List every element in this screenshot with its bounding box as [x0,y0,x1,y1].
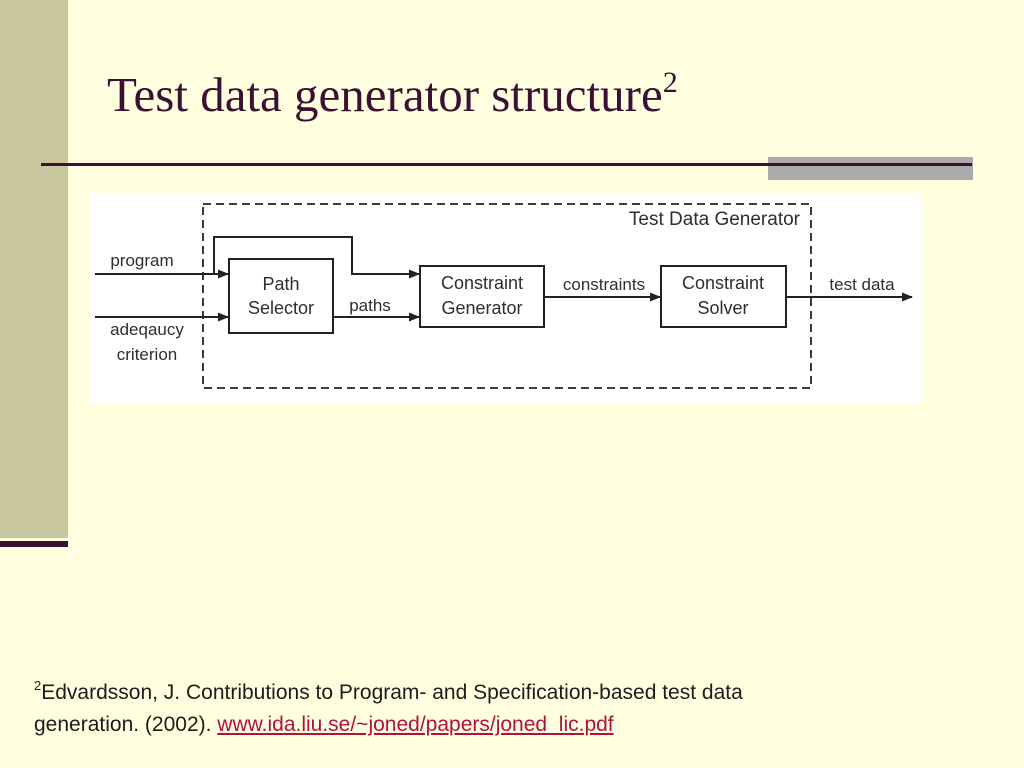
page-title-superscript: 2 [662,65,678,99]
diagram-panel: Test Data Generator program adeqaucy cri… [90,193,921,403]
dashed-container-box [202,203,812,389]
footnote-line1: 2Edvardsson, J. Contributions to Program… [34,677,934,709]
footnote-superscript: 2 [34,678,42,693]
program-bypass-arrow [213,236,420,279]
test-data-generator-diagram: Test Data Generator program adeqaucy cri… [95,203,913,389]
sidebar-accent-bar [0,541,68,547]
adequacy-label-line1: adeqaucy [110,320,184,339]
constraint-solver-label-line1: Constraint [682,273,764,293]
footnote-link[interactable]: www.ida.liu.se/~joned/papers/joned_lic.p… [217,713,614,736]
title-underline-accent [768,157,973,180]
title-underline [41,163,972,166]
constraint-solver-label-line2: Solver [697,298,748,318]
page-title: Test data generator structure2 [107,66,678,123]
program-label: program [110,251,173,270]
footnote-citation-text-2: generation. (2002). [34,713,218,736]
constraint-generator-label-line1: Constraint [441,273,523,293]
path-selector-label-line1: Path [262,274,299,294]
diagram-container-label: Test Data Generator [629,209,801,230]
path-selector-box [228,258,334,334]
sidebar-stripe [0,0,68,538]
footnote-line2: generation. (2002). www.ida.liu.se/~jone… [34,709,934,741]
constraints-label: constraints [563,275,645,294]
footnote-citation-text: Edvardsson, J. Contributions to Program-… [41,681,743,704]
adequacy-label-line2: criterion [117,345,177,364]
footnote: 2Edvardsson, J. Contributions to Program… [34,677,934,741]
constraint-generator-label-line2: Generator [441,298,522,318]
path-selector-label-line2: Selector [248,298,314,318]
page-title-text: Test data generator structure [107,67,663,122]
paths-label: paths [349,296,391,315]
test-data-label: test data [829,275,895,294]
constraint-generator-box [419,265,545,328]
